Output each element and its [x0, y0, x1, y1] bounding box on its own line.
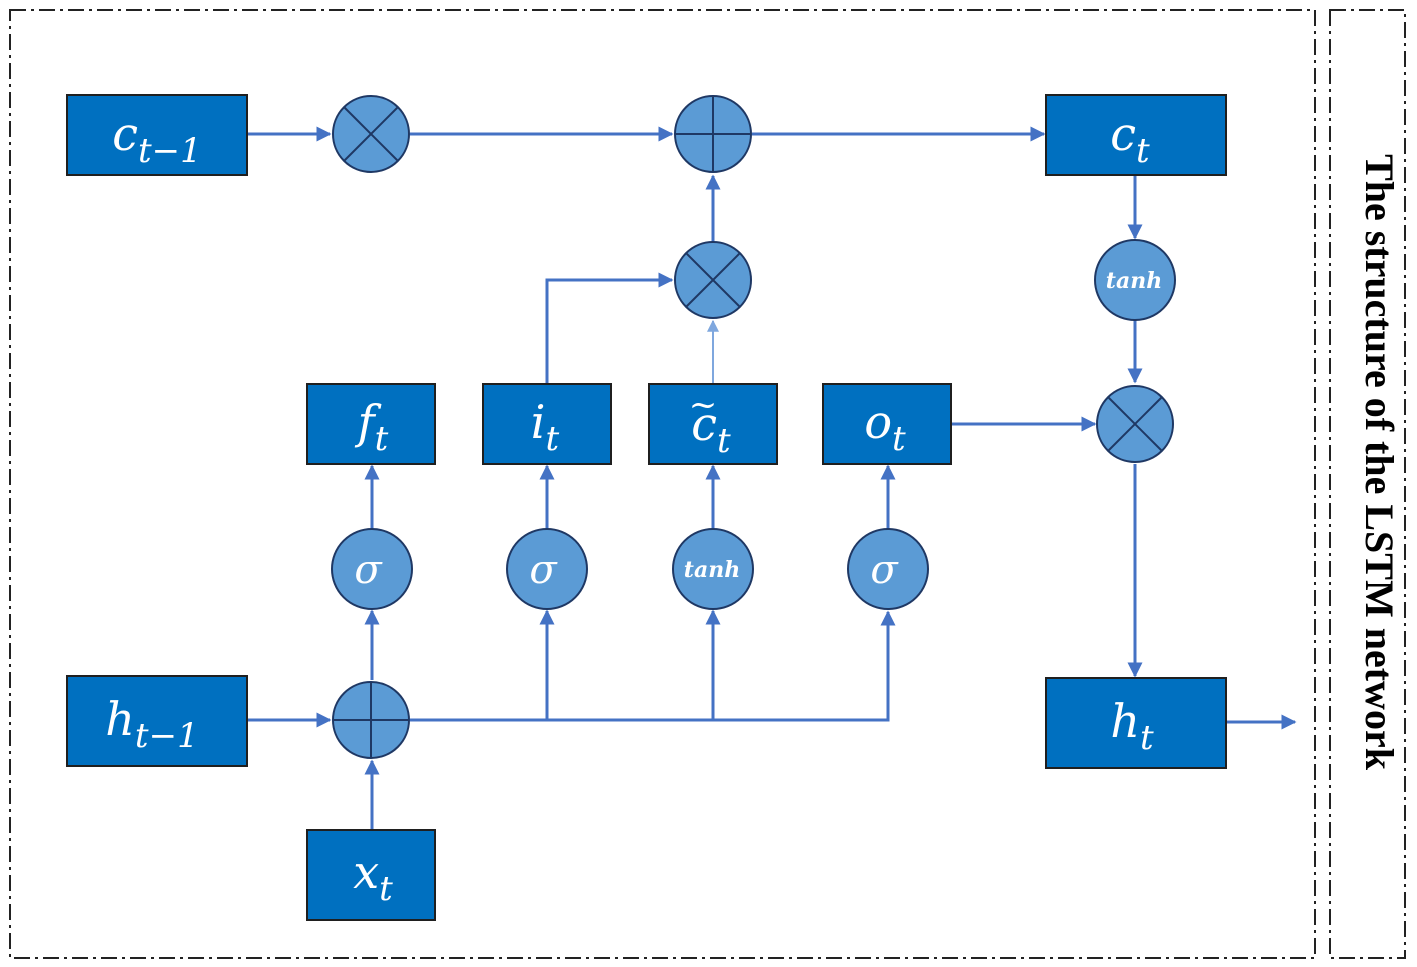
svg-text:ot: ot [864, 395, 906, 459]
wire-concat-bus [410, 610, 896, 722]
box-o-t: ot [822, 383, 952, 465]
box-h-t: ht [1045, 677, 1227, 769]
svg-text:~: ~ [689, 385, 718, 425]
sigma-output-node: σ [847, 528, 929, 610]
svg-text:σ: σ [354, 547, 383, 593]
diagram-frame [9, 9, 1316, 959]
box-x-t: xt [306, 829, 436, 921]
input-multiply-icon [674, 241, 752, 319]
box-c-prev: ct−1 [66, 94, 248, 176]
arrow-it-to-input-mult [545, 272, 674, 383]
title-frame [1329, 9, 1406, 959]
svg-text:σ: σ [870, 547, 899, 593]
svg-text:ct: ct [691, 397, 731, 461]
svg-text:xt: xt [353, 845, 393, 909]
svg-text:ct−1: ct−1 [112, 107, 202, 171]
sigma-input-node: σ [506, 528, 588, 610]
svg-text:tanh: tanh [1106, 268, 1162, 294]
svg-text:σ: σ [529, 547, 558, 593]
box-i-t: it [482, 383, 612, 465]
tanh-candidate-node: tanh [672, 528, 754, 610]
cell-add-icon [674, 95, 752, 173]
box-c-t: ct [1045, 94, 1227, 176]
diagram-title: The structure of the LSTM network [1357, 154, 1402, 771]
box-f-t: ft [306, 383, 436, 465]
svg-text:ct: ct [1110, 107, 1150, 171]
box-h-prev: ht−1 [66, 675, 248, 767]
svg-text:it: it [531, 395, 560, 459]
svg-text:ht−1: ht−1 [105, 692, 198, 756]
sigma-forget-node: σ [331, 528, 413, 610]
svg-text:tanh: tanh [684, 557, 740, 583]
tanh-output-node: tanh [1094, 239, 1176, 321]
svg-text:ht: ht [1110, 694, 1154, 758]
box-c-tilde: ~ ct [648, 383, 778, 465]
forget-multiply-icon [332, 95, 410, 173]
output-multiply-icon [1096, 385, 1174, 463]
concat-add-icon [332, 681, 410, 759]
